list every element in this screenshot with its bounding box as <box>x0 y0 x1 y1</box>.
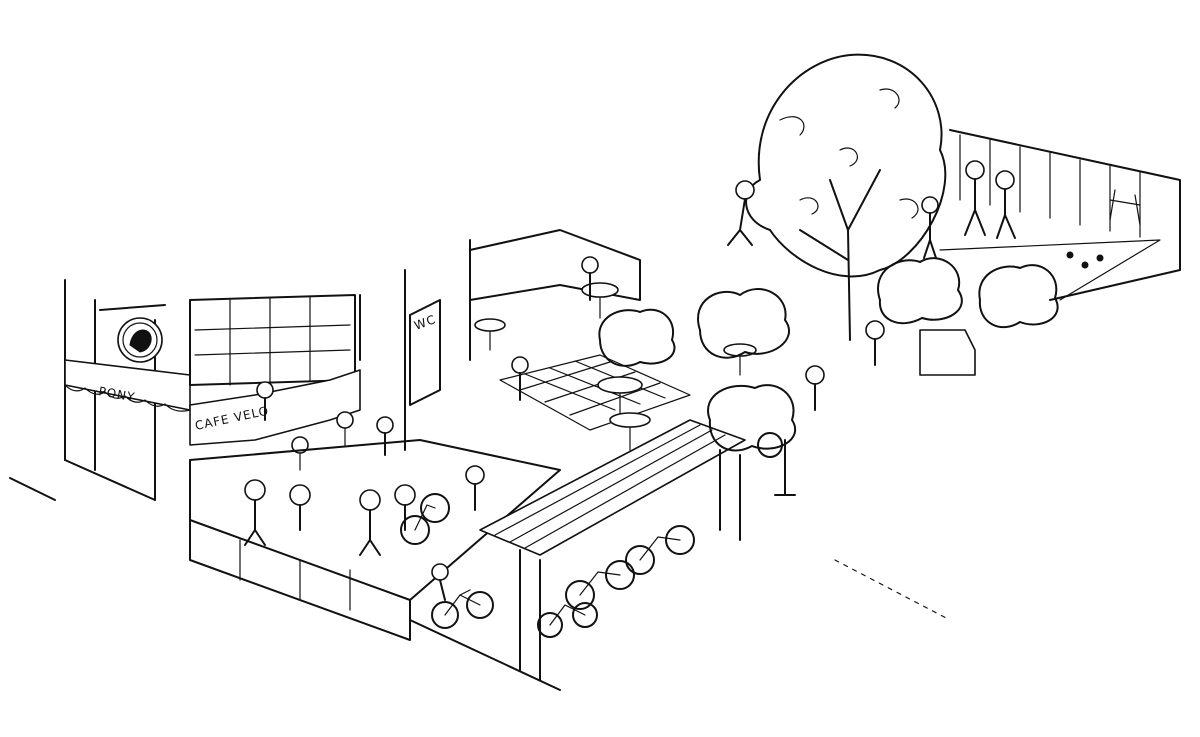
person-icon <box>377 417 393 455</box>
bicycle-icon <box>432 590 493 628</box>
bike-shelter <box>480 420 745 680</box>
bicycle-icon <box>401 494 449 544</box>
table-icon <box>475 319 505 350</box>
awning-sign: PONY <box>97 384 136 404</box>
table-icon <box>610 413 650 450</box>
person-icon <box>245 480 265 545</box>
bike-repair-stand <box>758 433 795 495</box>
person-icon <box>360 490 380 555</box>
table-icon <box>582 283 618 318</box>
person-icon <box>728 181 754 245</box>
person-icon <box>432 564 448 600</box>
cafe-bar: CAFE VELO <box>190 295 360 470</box>
bicycle-icon <box>538 603 597 637</box>
awning: PONY <box>65 360 190 411</box>
bicycle-icon <box>566 561 634 609</box>
ground-outline <box>10 245 1180 690</box>
back-garden <box>940 130 1180 300</box>
pony-head-sign-icon <box>100 305 165 362</box>
garden-shrubs <box>599 258 1057 450</box>
bicycle-icon <box>626 526 694 574</box>
person-icon <box>512 357 528 400</box>
tree-icon <box>746 55 945 340</box>
person-icon <box>290 485 310 530</box>
person-icon <box>806 366 824 410</box>
person-icon <box>582 257 598 300</box>
front-deck <box>190 440 560 640</box>
person-icon <box>996 171 1015 238</box>
person-icon <box>965 161 985 235</box>
table-icon <box>724 344 756 375</box>
person-icon <box>866 321 884 365</box>
person-icon <box>395 485 415 530</box>
person-icon <box>466 466 484 510</box>
person-icon <box>922 197 938 258</box>
lounge <box>470 230 975 375</box>
terrace <box>500 355 690 450</box>
person-icon <box>257 382 273 420</box>
wc-sign: WC <box>412 312 438 333</box>
